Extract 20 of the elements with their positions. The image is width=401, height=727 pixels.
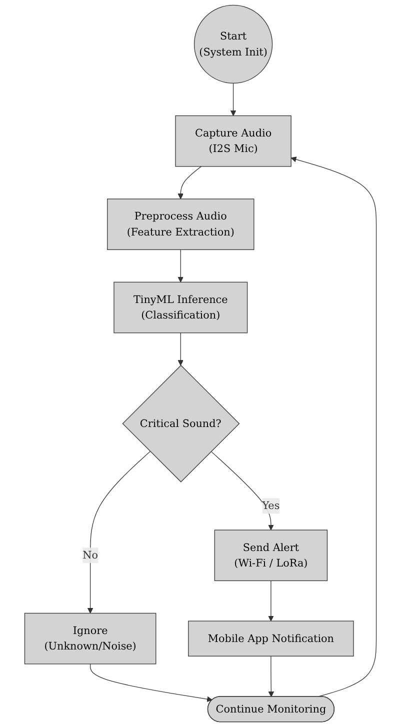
node-diamond: Critical Sound? [122, 364, 240, 482]
arrow [230, 82, 236, 116]
node-box: Preprocess Audio (Feature Extraction) [107, 198, 254, 250]
node-box: TinyML Inference (Classification) [114, 282, 248, 334]
arrow [178, 332, 184, 366]
node-circle: Start (System Init) [194, 4, 273, 84]
arrow [178, 249, 184, 282]
arrow [87, 451, 150, 614]
arrow [290, 156, 377, 698]
edge-label: No [82, 548, 98, 562]
arrow [268, 580, 274, 622]
node-box: Mobile App Notification [188, 620, 354, 656]
arrow [90, 664, 213, 702]
node-box: Capture Audio (I2S Mic) [175, 115, 292, 167]
node-box: Ignore (Unknown/Noise) [24, 612, 156, 664]
arrow [268, 656, 274, 698]
arrow [210, 451, 274, 530]
edge-label: Yes [262, 499, 280, 512]
arrow [178, 166, 202, 200]
node-box: Send Alert (Wi-Fi / LoRa) [214, 530, 328, 582]
